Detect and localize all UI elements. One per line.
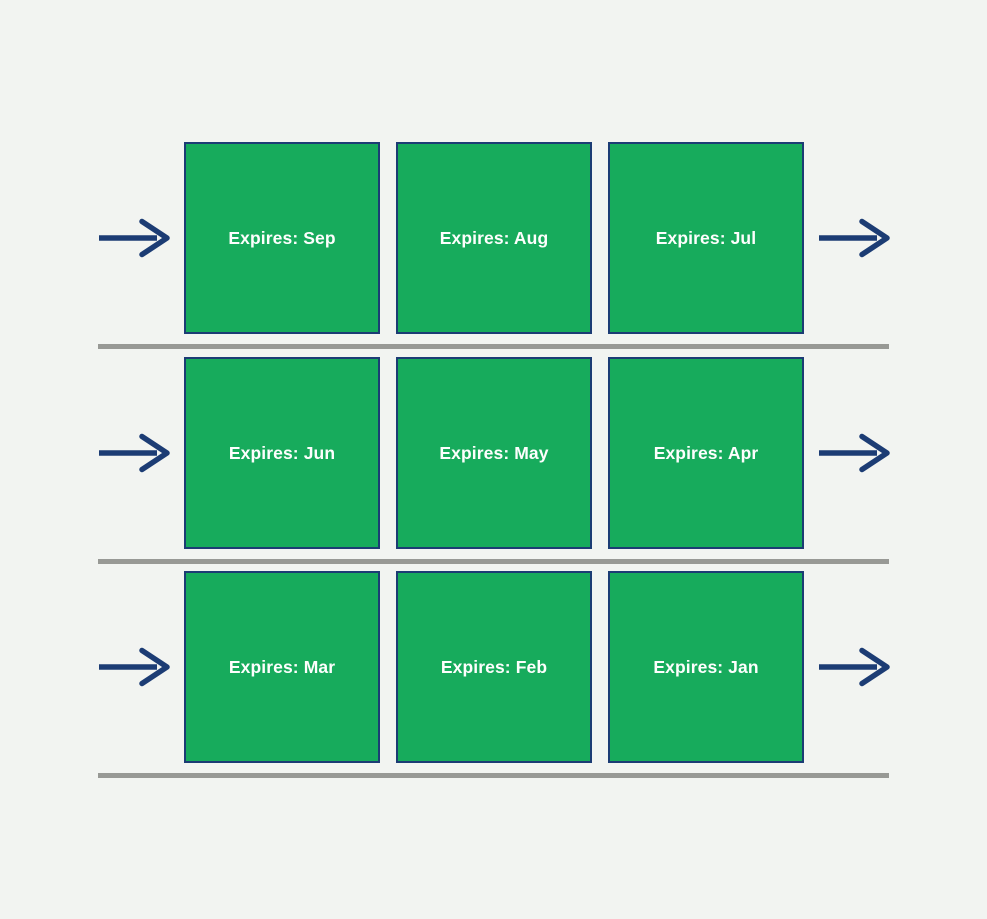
expiry-box: Expires: May — [396, 357, 592, 549]
expiry-box: Expires: Feb — [396, 571, 592, 763]
expiry-box: Expires: Mar — [184, 571, 380, 763]
expiry-label: Expires: Jun — [228, 442, 336, 463]
expiry-label: Expires: Aug — [439, 227, 549, 248]
expiry-label: Expires: Mar — [228, 656, 336, 677]
shelf-line — [98, 773, 889, 778]
expiry-box: Expires: Jul — [608, 142, 804, 334]
shelf-line — [98, 344, 889, 349]
expiry-label: Expires: May — [439, 442, 549, 463]
right-arrow-icon — [98, 433, 170, 473]
expiry-label: Expires: Sep — [228, 227, 336, 248]
right-arrow-icon — [98, 218, 170, 258]
shelf-line — [98, 559, 889, 564]
expiry-box: Expires: Sep — [184, 142, 380, 334]
expiry-box: Expires: Jan — [608, 571, 804, 763]
expiry-label: Expires: Apr — [653, 442, 759, 463]
expiry-label: Expires: Jan — [653, 656, 759, 677]
expiry-label: Expires: Feb — [440, 656, 548, 677]
expiry-label: Expires: Jul — [655, 227, 757, 248]
expiry-box: Expires: Apr — [608, 357, 804, 549]
expiry-box: Expires: Jun — [184, 357, 380, 549]
right-arrow-icon — [98, 647, 170, 687]
right-arrow-icon — [818, 433, 890, 473]
expiry-box: Expires: Aug — [396, 142, 592, 334]
right-arrow-icon — [818, 218, 890, 258]
right-arrow-icon — [818, 647, 890, 687]
